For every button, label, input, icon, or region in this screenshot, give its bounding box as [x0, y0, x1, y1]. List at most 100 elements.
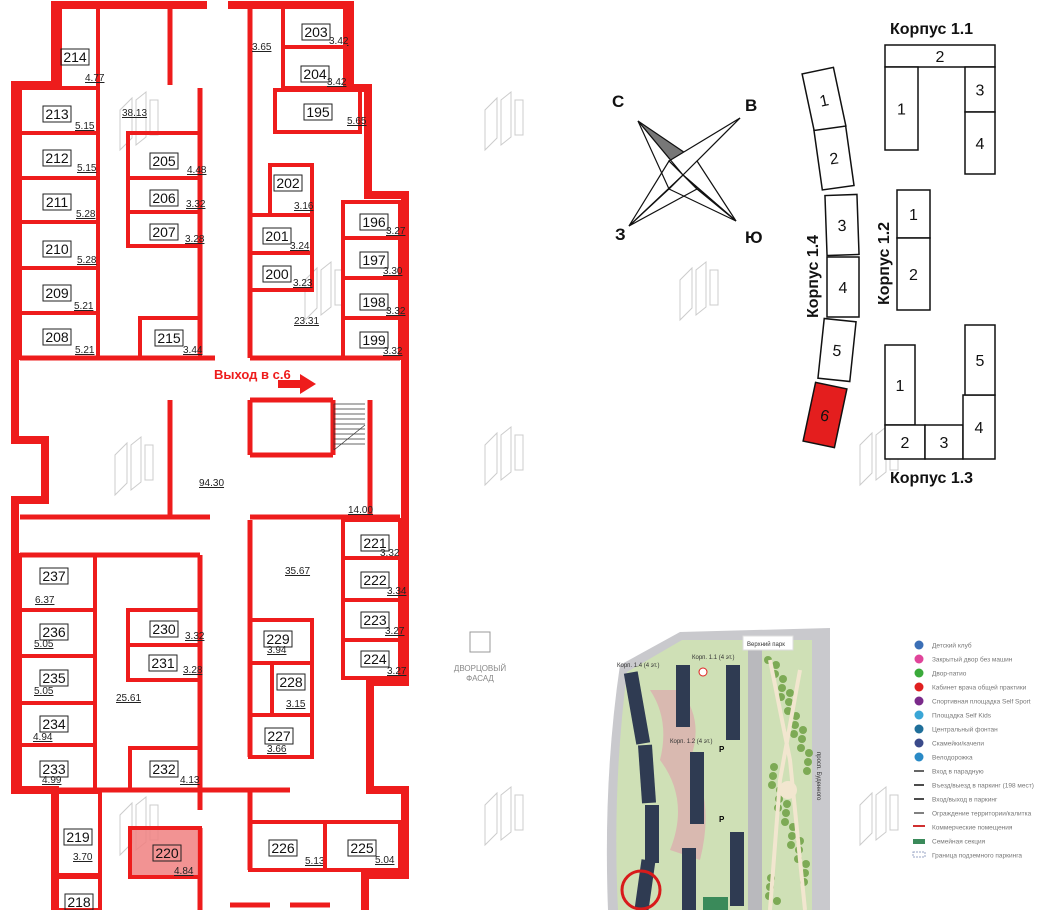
room-number: 225	[350, 840, 374, 856]
section-3[interactable]: 3	[924, 424, 964, 460]
room-number-box	[39, 715, 69, 733]
room-number-box	[262, 227, 292, 245]
site-building	[676, 665, 690, 727]
site-building	[682, 848, 696, 910]
legend-label: Велодорожка	[932, 755, 973, 762]
family-section	[703, 897, 728, 910]
room-number-box	[360, 571, 390, 589]
room-outline	[18, 311, 100, 360]
section-5[interactable]: 5	[964, 324, 996, 396]
section-4[interactable]: 4	[964, 111, 996, 175]
section-2[interactable]: 2	[896, 237, 931, 311]
legend-item: Ограждение территории/калитка	[914, 811, 1032, 818]
section-2[interactable]: 2	[884, 424, 926, 460]
watermark-icon	[484, 90, 524, 152]
room-number: 230	[152, 621, 176, 637]
section-3[interactable]: 3	[964, 66, 996, 113]
legend-label: Площадка Self Kids	[932, 713, 992, 720]
legend-label: Центральный фонтан	[932, 726, 998, 734]
room-area: 3.32	[383, 346, 403, 357]
legend-label: Вход/выход в паркинг	[932, 797, 998, 804]
room-number: 204	[303, 66, 327, 82]
legend-item: Коммерческие помещения	[913, 825, 1013, 832]
svg-text:1: 1	[818, 92, 830, 110]
legend-label: Спортивная площадка Self Sport	[932, 699, 1031, 706]
section-2[interactable]: 2	[884, 44, 996, 68]
room-218[interactable]: 218	[55, 875, 102, 910]
room-number-box	[264, 727, 294, 745]
room-number-box	[39, 760, 69, 778]
room-number-box	[39, 567, 69, 585]
room-number: 201	[265, 228, 289, 244]
legend-item: Закрытый двор без машин	[914, 654, 1013, 664]
section-1[interactable]: 1	[896, 189, 931, 239]
room-area: 5.05	[34, 639, 54, 650]
compass-e-label: В	[745, 96, 757, 115]
watermark-icon	[114, 435, 154, 497]
room-outline	[323, 820, 402, 872]
legend-item: Въезд/выезд в паркинг (198 мест)	[914, 783, 1034, 790]
room-outline	[126, 643, 202, 682]
room-number-box	[39, 623, 69, 641]
room-number: 233	[42, 761, 66, 777]
section-2[interactable]: 2	[813, 125, 855, 191]
room-number: 220	[155, 845, 179, 861]
selected-section-marker	[620, 869, 662, 910]
outer-wall	[11, 1, 409, 910]
section-1[interactable]: 1	[801, 66, 847, 134]
section-4[interactable]: 4	[962, 394, 996, 460]
section-1[interactable]: 1	[884, 66, 919, 151]
room-area: 4.48	[187, 165, 207, 176]
room-number: 232	[152, 761, 176, 777]
section-1[interactable]: 1	[884, 344, 916, 426]
room-area: 3.44	[183, 345, 203, 356]
room-outline	[273, 88, 362, 134]
section-5[interactable]: 5	[817, 317, 857, 383]
room-number: 236	[42, 624, 66, 640]
section-4[interactable]: 4	[826, 256, 860, 318]
section-3[interactable]: 3	[824, 193, 860, 257]
exit-label: Выход в с.6	[214, 367, 291, 382]
section-6[interactable]: 6	[802, 381, 848, 449]
